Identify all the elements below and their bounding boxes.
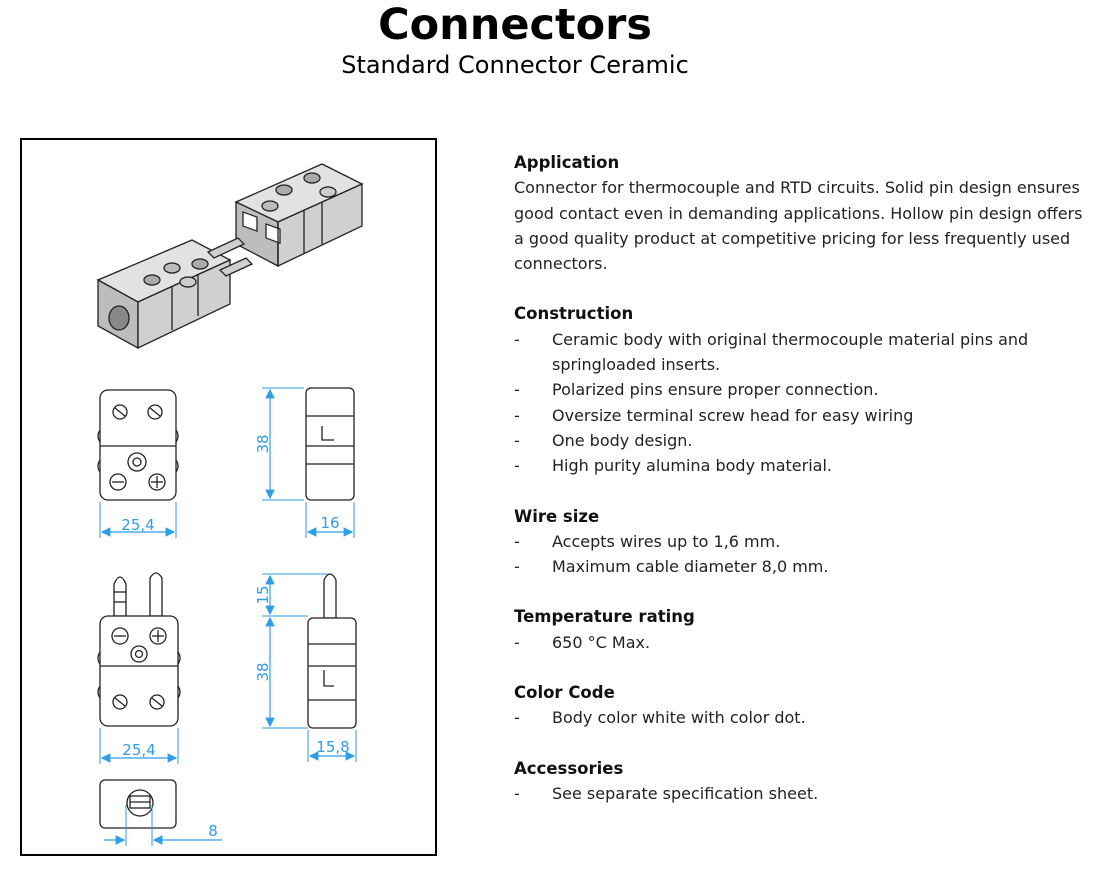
section-accessories: Accessories - See separate specification … (514, 756, 1094, 807)
list-item: - Oversize terminal screw head for easy w… (514, 403, 1094, 428)
list-item-text: See separate specification sheet. (552, 783, 819, 803)
bullet-dash: - (514, 531, 520, 551)
bullet-dash: - (514, 329, 520, 349)
section-heading: Color Code (514, 683, 615, 703)
bullet-dash: - (514, 632, 520, 652)
list-item-text: Oversize terminal screw head for easy wi… (552, 405, 914, 425)
dim-bottom: 8 (104, 805, 222, 846)
section-heading: Application (514, 153, 620, 172)
bullet-dash: - (514, 708, 520, 728)
list-item: - Maximum cable diameter 8,0 mm. (514, 554, 1094, 579)
list-item: - Body color white with color dot. (514, 705, 1094, 730)
dim-label-top-height: 38 (254, 434, 272, 453)
female-side-view (305, 387, 355, 501)
male-front-view (97, 572, 181, 727)
list-item-text: 650 °C Max. (552, 632, 651, 652)
technical-drawing: 25,4 38 16 (96, 163, 364, 846)
list-item: - See separate specification sheet. (514, 781, 1094, 806)
dim-side-width-2: 15,8 (307, 730, 357, 762)
list-item: - Accepts wires up to 1,6 mm. (514, 529, 1094, 554)
list-item: - 650 °C Max. (514, 630, 1094, 655)
list-item-text: Polarized pins ensure proper connection. (552, 380, 879, 400)
rear-view (99, 779, 177, 829)
drawing-panel: 25,4 38 16 (20, 138, 437, 856)
list-item-text: Ceramic body with original thermocouple … (552, 329, 1029, 375)
dim-label-side-width: 16 (320, 514, 339, 532)
list-item: - Ceramic body with original thermocouple… (514, 327, 1094, 378)
dim-label-mid-width: 25,4 (122, 741, 155, 759)
section-color-code: Color Code - Body color white with color … (514, 680, 1094, 731)
dim-label-mid-height: 38 (254, 662, 272, 681)
section-wire-size: Wire size - Accepts wires up to 1,6 mm. -… (514, 504, 1094, 580)
dim-mid-width: 25,4 (99, 728, 179, 764)
bullet-dash: - (514, 783, 520, 803)
section-temperature-rating: Temperature rating - 650 °C Max. (514, 604, 1094, 655)
bullet-dash: - (514, 456, 520, 476)
section-heading: Accessories (514, 758, 624, 778)
dim-pin-length: 15 (254, 573, 328, 617)
female-front-view (97, 389, 179, 501)
list-item-text: High purity alumina body material. (552, 456, 832, 476)
section-paragraph: Connector for thermocouple and RTD circu… (514, 178, 1083, 274)
dim-top-width: 25,4 (99, 502, 177, 538)
section-heading: Construction (514, 304, 634, 324)
dim-top-height: 38 (254, 387, 304, 501)
list-item: - Polarized pins ensure proper connection… (514, 377, 1094, 402)
list-item-text: Maximum cable diameter 8,0 mm. (552, 557, 829, 577)
section-heading: Wire size (514, 506, 600, 526)
dim-label-bottom: 8 (208, 822, 218, 840)
dim-label-top-width: 25,4 (121, 516, 154, 534)
dim-side-width: 16 (305, 502, 355, 538)
female-connector-illustration (234, 163, 364, 268)
list-item: - High purity alumina body material. (514, 453, 1094, 478)
dim-label-side-width-2: 15,8 (316, 738, 349, 756)
list-item-text: Body color white with color dot. (552, 708, 806, 728)
bullet-dash: - (514, 557, 520, 577)
dim-mid-height: 38 (254, 616, 308, 729)
list-item: - One body design. (514, 428, 1094, 453)
section-construction: Construction - Ceramic body with original… (514, 301, 1094, 478)
specification-panel: Application Connector for thermocouple a… (514, 150, 1094, 831)
dim-label-pin-length: 15 (254, 585, 272, 604)
section-application: Application Connector for thermocouple a… (514, 150, 1094, 276)
list-item-text: One body design. (552, 430, 693, 450)
page-title: Connectors (378, 0, 652, 50)
section-heading: Temperature rating (514, 607, 695, 627)
page-subtitle: Standard Connector Ceramic (341, 51, 689, 79)
bullet-dash: - (514, 380, 520, 400)
list-item-text: Accepts wires up to 1,6 mm. (552, 531, 781, 551)
isometric-connector-view (96, 163, 364, 350)
bullet-dash: - (514, 405, 520, 425)
male-connector-illustration (96, 237, 254, 350)
male-side-view (307, 573, 357, 729)
bullet-dash: - (514, 430, 520, 450)
